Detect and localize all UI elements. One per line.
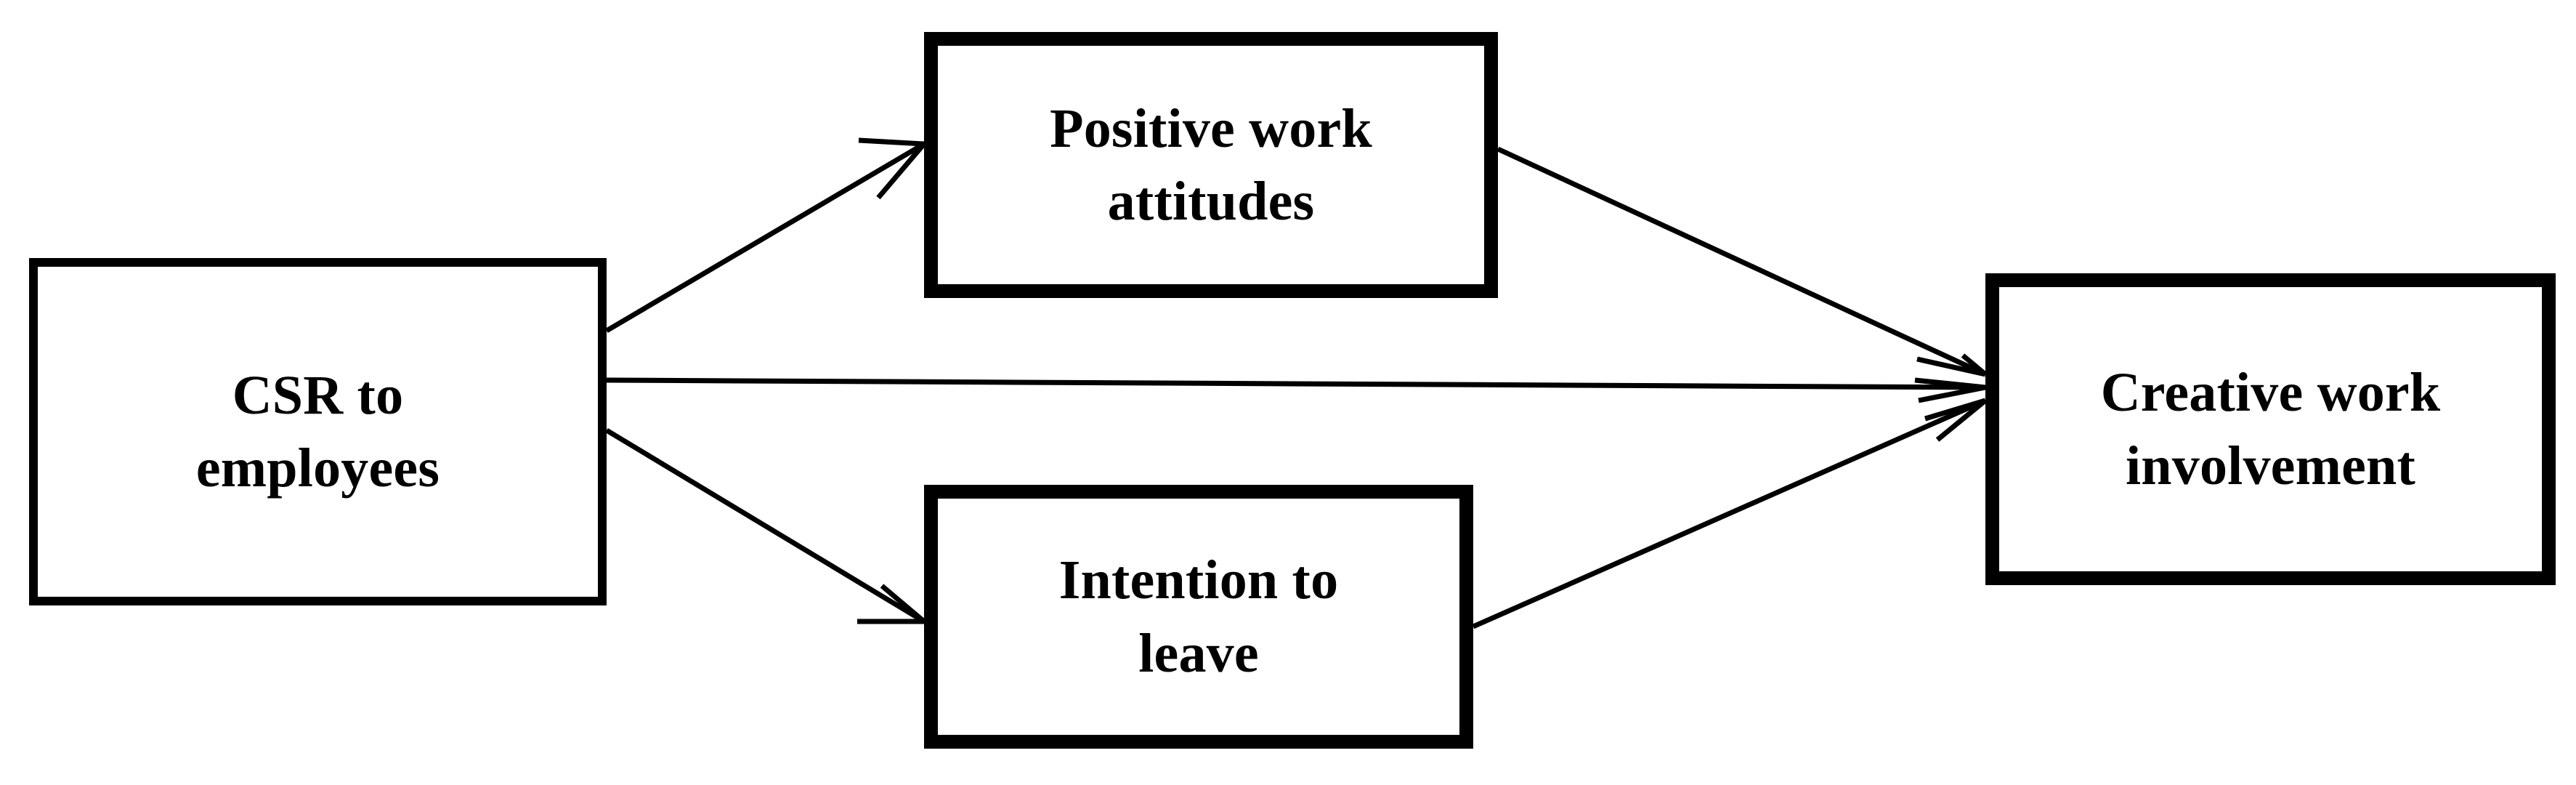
node-positive-work-attitudes[interactable]: Positive work attitudes [924,32,1498,298]
node-intention-to-leave-label: Intention to leave [1058,550,1339,684]
node-creative-work-involvement[interactable]: Creative work involvement [1985,273,2556,585]
arrow-intention-to-creative [1472,398,1988,629]
arrow-csr-to-intention [605,428,926,624]
node-csr-to-employees[interactable]: CSR to employees [29,258,607,605]
node-creative-work-involvement-label: Creative work involvement [2100,362,2441,496]
arrow-csr-to-creative [606,377,1986,403]
arrow-csr-to-attitudes [605,137,926,334]
node-intention-to-leave[interactable]: Intention to leave [924,485,1473,749]
arrow-attitudes-to-creative [1496,146,1988,377]
node-positive-work-attitudes-label: Positive work attitudes [1050,97,1372,232]
node-csr-to-employees-label: CSR to employees [195,364,440,499]
